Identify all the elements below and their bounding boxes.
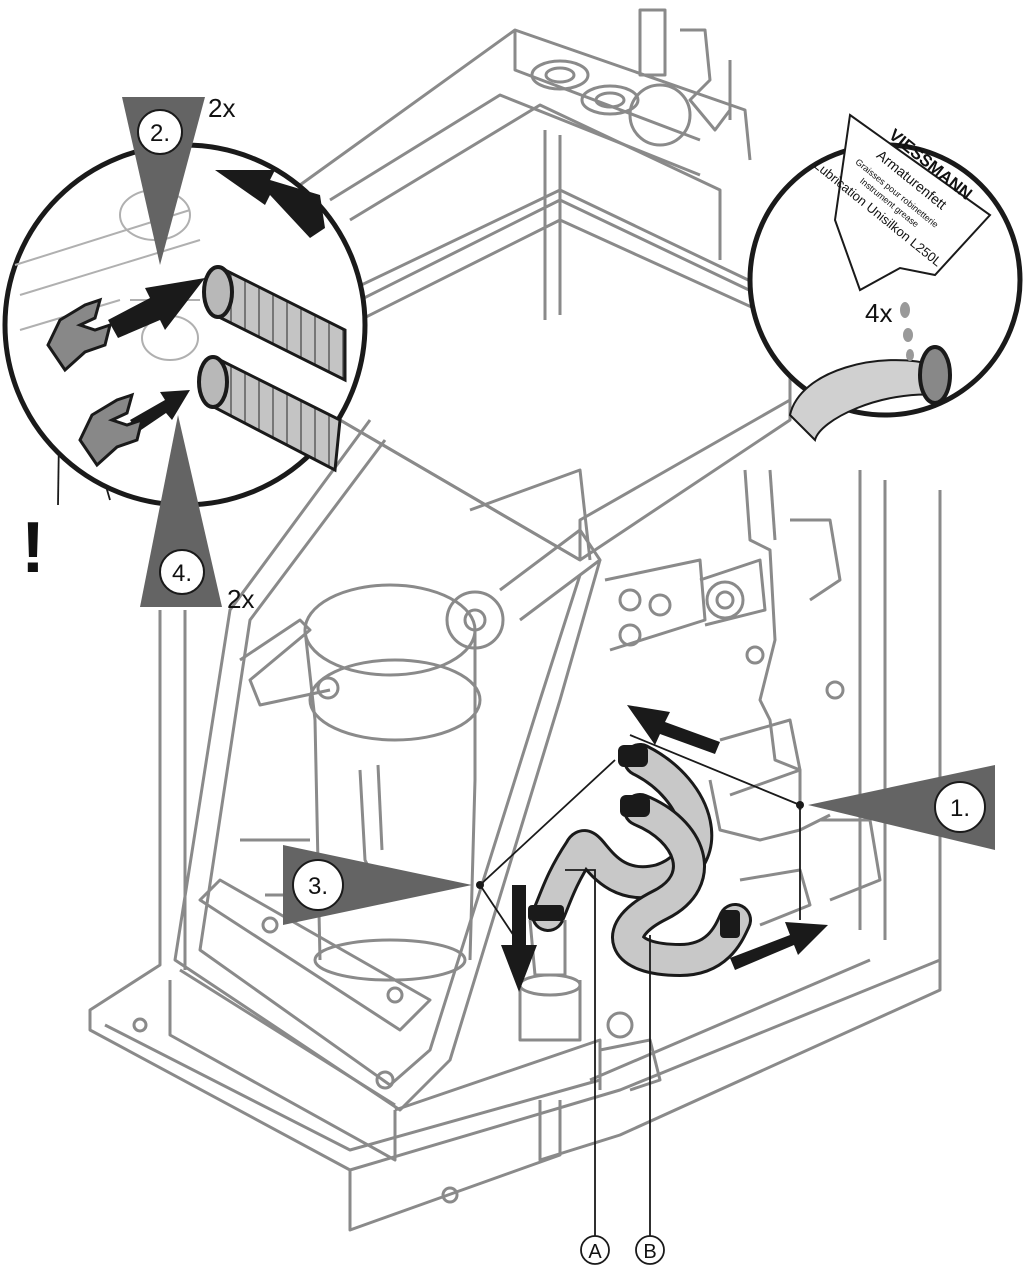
arrow-down xyxy=(501,885,537,992)
callout-a: A xyxy=(588,1241,602,1263)
step-2-marker xyxy=(122,97,205,265)
step-4-marker xyxy=(140,415,222,607)
arrow-down-right xyxy=(730,922,828,970)
direction-arrows xyxy=(501,705,828,992)
unit-housing xyxy=(88,8,942,1232)
detail-circle-clips xyxy=(2,142,368,508)
step-1-number: 1. xyxy=(950,795,970,822)
step-4-multiplier: 2x xyxy=(227,584,254,614)
step-3-number: 3. xyxy=(308,873,328,900)
hose-group xyxy=(528,743,752,978)
step-3-marker xyxy=(283,845,472,925)
grease-drops-count: 4x xyxy=(865,298,892,328)
arrow-up-left xyxy=(627,705,720,754)
step-4-number: 4. xyxy=(172,560,192,587)
callout-b: B xyxy=(643,1241,656,1263)
step-2-number: 2. xyxy=(150,120,170,147)
warning-mark: ! xyxy=(21,508,45,588)
detail-circle-grease xyxy=(747,113,1023,442)
step-2-multiplier: 2x xyxy=(208,93,235,123)
step-1-marker xyxy=(808,765,995,850)
